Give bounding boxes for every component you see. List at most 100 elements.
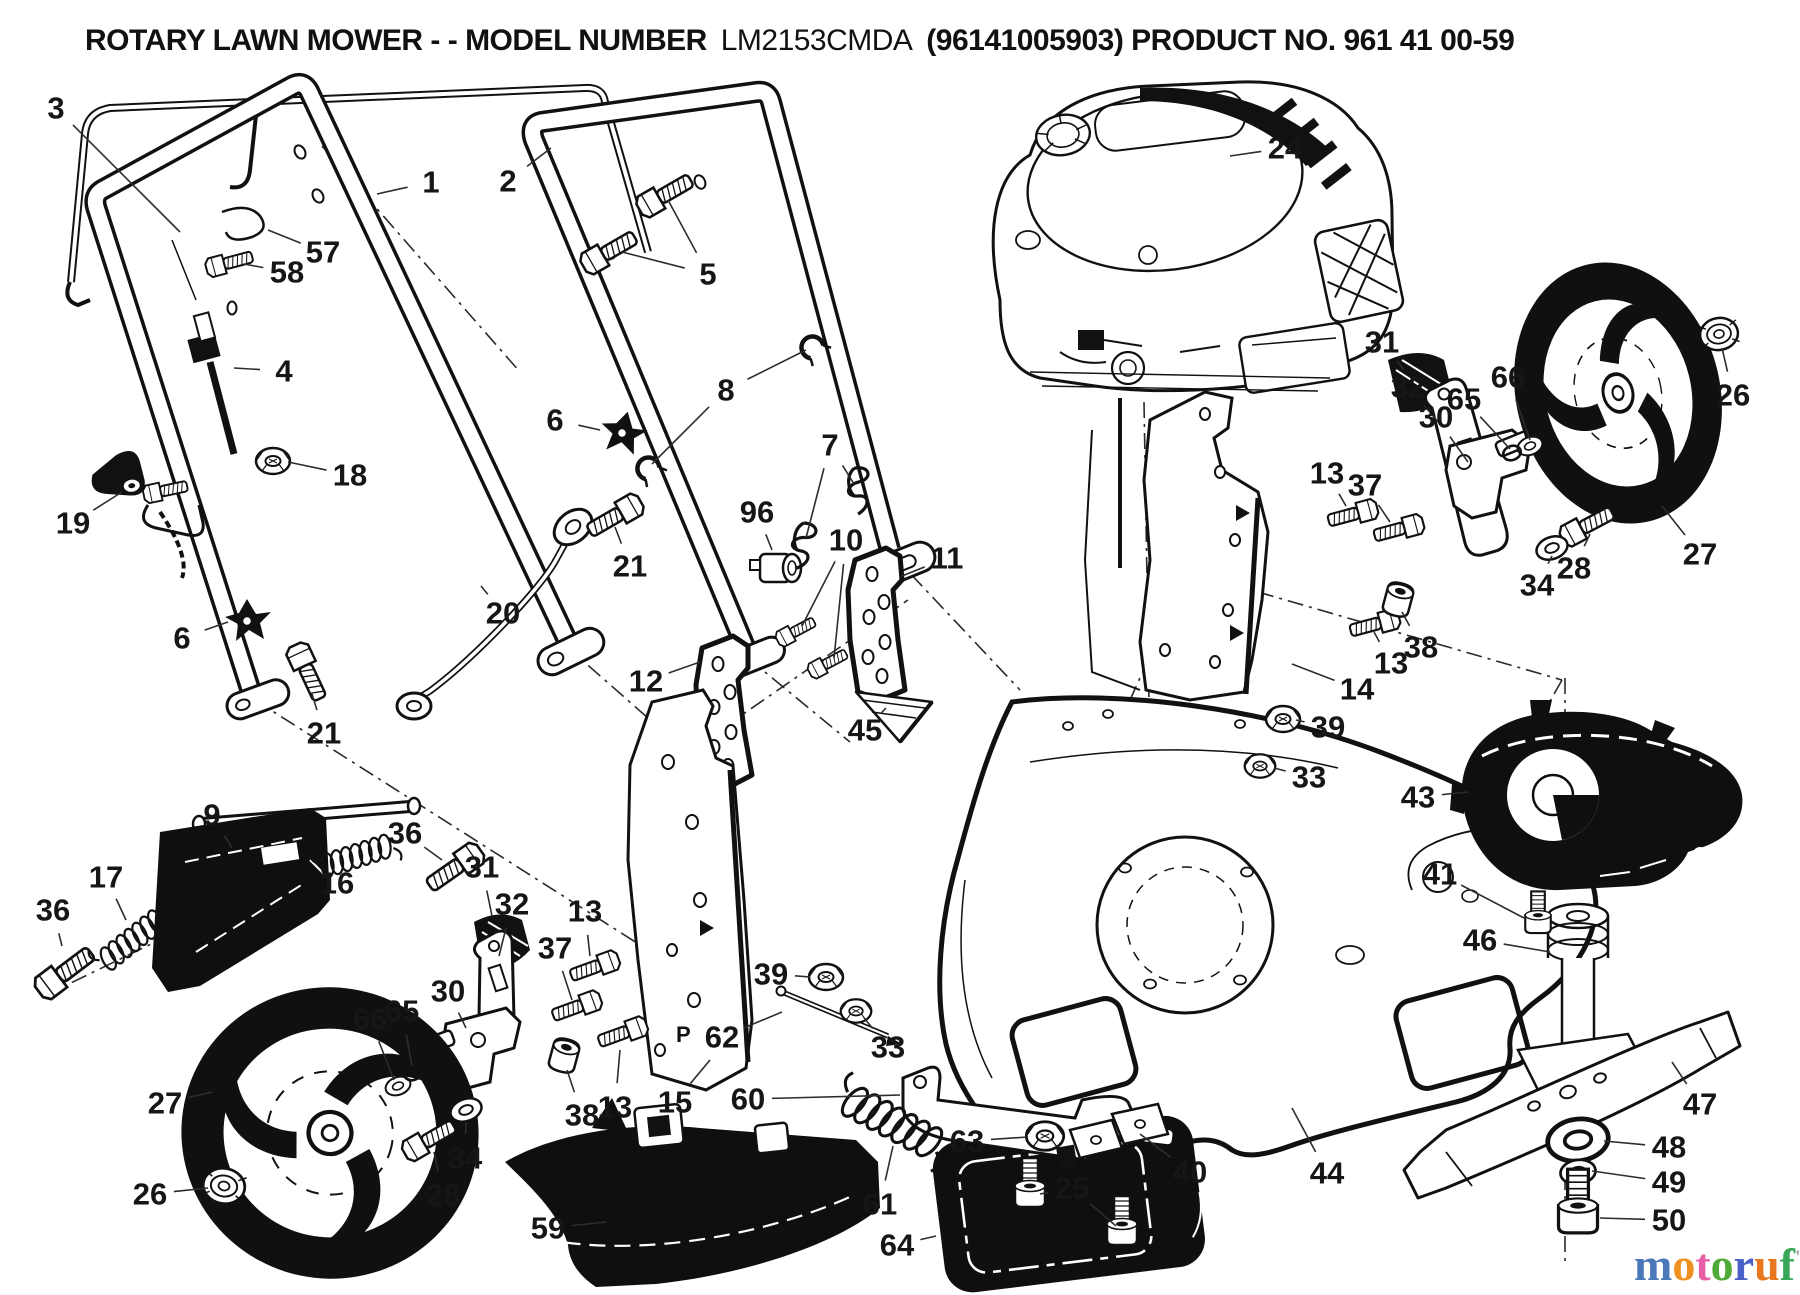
knob-part — [88, 449, 147, 501]
callout-31lo: 31 — [465, 850, 499, 885]
callout-17: 17 — [89, 860, 123, 895]
callout-38l: 38 — [565, 1098, 599, 1133]
logo-letter: m — [1634, 1239, 1673, 1290]
callout-62: 62 — [705, 1020, 739, 1055]
bolt-part — [203, 246, 256, 280]
logo-letter: o — [1672, 1239, 1696, 1290]
callout-8: 8 — [717, 373, 734, 408]
nut-part — [1243, 753, 1277, 779]
engine-bracket-left: P — [626, 688, 754, 1092]
callout-18: 18 — [333, 458, 367, 493]
callout-13r1: 13 — [1310, 456, 1344, 491]
drive-cover — [1450, 700, 1743, 891]
callout-24: 24 — [1268, 131, 1303, 166]
callout-32lo: 32 — [495, 887, 529, 922]
deflector — [505, 1098, 880, 1287]
callout-65r: 65 — [1447, 382, 1481, 417]
callout-27l: 27 — [148, 1086, 182, 1121]
locknut-part — [546, 1034, 583, 1077]
callout-9: 9 — [203, 798, 220, 833]
callout-46: 46 — [1463, 923, 1497, 958]
throttle-cable — [171, 206, 265, 455]
callout-16: 16 — [320, 866, 354, 901]
bolt-part — [772, 613, 819, 650]
nut-part — [254, 446, 292, 476]
callout-13r2: 13 — [1374, 646, 1408, 681]
mower-deck — [937, 695, 1599, 1184]
bolt-part — [1324, 496, 1381, 532]
callout-45: 45 — [848, 713, 882, 748]
logo-letter: f — [1779, 1239, 1795, 1290]
callout-15: 15 — [658, 1085, 692, 1120]
callout-20: 20 — [486, 596, 520, 631]
nut-part — [839, 998, 873, 1024]
bolt-part — [548, 987, 605, 1027]
callout-28l: 28 — [426, 1178, 460, 1213]
callout-58: 58 — [270, 255, 304, 290]
logo-letter: t — [1695, 1239, 1711, 1290]
callout-96: 96 — [740, 495, 774, 530]
support-plates — [1068, 1102, 1170, 1160]
callout-11: 11 — [931, 541, 964, 576]
callout-36m: 36 — [388, 816, 422, 851]
callout-41: 41 — [1423, 857, 1457, 892]
callout-63: 63 — [950, 1124, 984, 1159]
bolt-part — [282, 638, 333, 705]
rear-door — [152, 796, 422, 992]
callout-27r: 27 — [1683, 537, 1717, 572]
callout-26r: 26 — [1716, 378, 1750, 413]
upper-handle — [84, 72, 606, 721]
page-title: ROTARY LAWN MOWER - - MODEL NUMBER LM215… — [85, 24, 1785, 58]
callout-6l: 6 — [173, 621, 190, 656]
callout-33r: 33 — [1292, 760, 1326, 795]
cable-clamp — [749, 552, 803, 584]
callout-14: 14 — [1340, 672, 1375, 707]
callout-36l: 36 — [36, 893, 70, 928]
callout-10: 10 — [829, 523, 863, 558]
callout-26l: 26 — [133, 1177, 167, 1212]
bolt-part — [576, 225, 642, 279]
callout-48: 48 — [1652, 1130, 1686, 1165]
callout-21l: 21 — [307, 716, 341, 751]
callout-19: 19 — [56, 506, 90, 541]
callout-31r: 31 — [1365, 325, 1399, 360]
callout-33lo: 33 — [871, 1030, 905, 1065]
logo-letter: u — [1754, 1239, 1780, 1290]
callout-7: 7 — [821, 428, 838, 463]
callout-21m: 21 — [613, 549, 647, 584]
locknut-part — [1380, 578, 1417, 621]
title-model: LM2153CMDA — [720, 24, 913, 57]
callout-3: 3 — [47, 91, 64, 126]
callout-30lo: 30 — [431, 974, 465, 1009]
title-right: (96141005903) PRODUCT NO. 961 41 00-59 — [926, 24, 1515, 57]
callout-44: 44 — [1310, 1156, 1345, 1191]
callout-34r: 34 — [1520, 568, 1555, 603]
motoruf-logo[interactable]: motoruf'.de — [1634, 1242, 1800, 1288]
callout-37lo: 37 — [538, 931, 572, 966]
callout-6r: 6 — [546, 403, 563, 438]
callout-39lo: 39 — [754, 957, 788, 992]
discnut-part — [1696, 313, 1742, 355]
callout-28r: 28 — [1557, 551, 1591, 586]
bolt-part — [632, 168, 698, 222]
callout-39r: 39 — [1311, 710, 1345, 745]
blade — [1402, 1010, 1742, 1200]
bolt-part — [804, 645, 851, 682]
callout-1: 1 — [422, 165, 439, 200]
callout-49: 49 — [1652, 1165, 1686, 1200]
callout-66r: 66 — [1491, 360, 1525, 395]
callout-37r: 37 — [1348, 468, 1382, 503]
engine-bracket-right — [1083, 390, 1270, 702]
nut-part — [1024, 1120, 1066, 1152]
nut-part — [807, 962, 845, 992]
bolt-part — [1370, 511, 1427, 547]
callout-47: 47 — [1683, 1087, 1717, 1122]
logo-letter: r — [1733, 1239, 1755, 1290]
callout-5: 5 — [699, 257, 716, 292]
height-bracket-right — [1388, 353, 1534, 557]
callout-34l: 34 — [448, 1141, 483, 1176]
callout-57: 57 — [306, 235, 340, 270]
blade-adapter — [1516, 902, 1650, 1092]
